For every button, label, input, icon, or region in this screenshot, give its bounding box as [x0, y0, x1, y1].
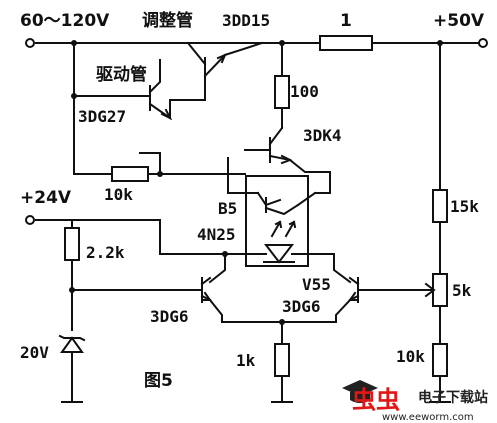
label-r-15k: 15k: [450, 197, 479, 216]
graduation-cap-icon: [342, 380, 378, 403]
transistor-3dk4: [268, 126, 293, 165]
transistor-3dg6-right: [348, 276, 366, 303]
resistor-100: [274, 75, 290, 109]
junction-dots: [69, 40, 443, 325]
label-opto-ref: B5: [218, 199, 237, 218]
text-labels: 60～120V 调整管 3DD15 1 +50V 驱动管 3DG27 100 3…: [20, 10, 485, 391]
label-q-3dg6-left: 3DG6: [150, 307, 189, 326]
label-r-1k: 1k: [236, 351, 256, 370]
label-r-2-2k: 2.2k: [86, 243, 125, 262]
transistor-3dg27: [148, 59, 173, 121]
transistor-3dd15: [186, 41, 227, 83]
label-q-3dg6-right: 3DG6: [282, 297, 321, 316]
resistor-10k-bottom: [432, 343, 448, 377]
label-figure-caption: 图5: [144, 371, 173, 391]
potentiometer-wiper-arrow: [424, 282, 436, 298]
watermark-url: www.eeworm.com: [382, 412, 474, 423]
input-terminal: [25, 38, 35, 48]
opto-led: [263, 244, 295, 264]
label-r-100: 100: [290, 82, 319, 101]
resistor-2-2k: [64, 227, 80, 261]
resistors: [64, 35, 448, 377]
terminals: [25, 38, 488, 403]
label-pot-5k: 5k: [452, 281, 472, 300]
watermark-site-name: 电子下载站: [418, 389, 488, 406]
label-q-3dk4: 3DK4: [303, 126, 342, 145]
label-r-10k-top: 10k: [104, 185, 133, 204]
resistor-1ohm: [319, 35, 373, 51]
label-driver-part: 3DG27: [78, 107, 126, 126]
watermark: 虫虫 电子下载站 www.eeworm.com: [342, 380, 488, 423]
label-supply-24v: +24V: [20, 188, 72, 208]
label-regulator-part: 3DD15: [222, 11, 270, 30]
label-r-series: 1: [340, 11, 352, 31]
resistor-15k: [432, 189, 448, 223]
resistor-10k-top: [111, 166, 149, 182]
optocoupler-4n25: [245, 175, 317, 267]
label-zener-20v: 20V: [20, 343, 49, 362]
zener-diode-20v: [58, 334, 86, 365]
label-input-voltage: 60～120V: [20, 11, 110, 31]
output-terminal: [478, 38, 488, 48]
label-r-10k-bottom: 10k: [396, 347, 425, 366]
label-regulator-tube: 调整管: [142, 10, 193, 31]
label-driver-tube: 驱动管: [96, 64, 147, 85]
wires: [35, 41, 479, 403]
supply-24v-terminal: [25, 215, 35, 225]
watermark-logo: 虫虫: [352, 386, 400, 414]
resistor-1k: [274, 343, 290, 377]
label-opto-part: 4N25: [197, 225, 236, 244]
transistor-3dg6-left: [200, 276, 212, 303]
label-v55: V55: [302, 275, 331, 294]
label-output-voltage: +50V: [433, 11, 485, 31]
